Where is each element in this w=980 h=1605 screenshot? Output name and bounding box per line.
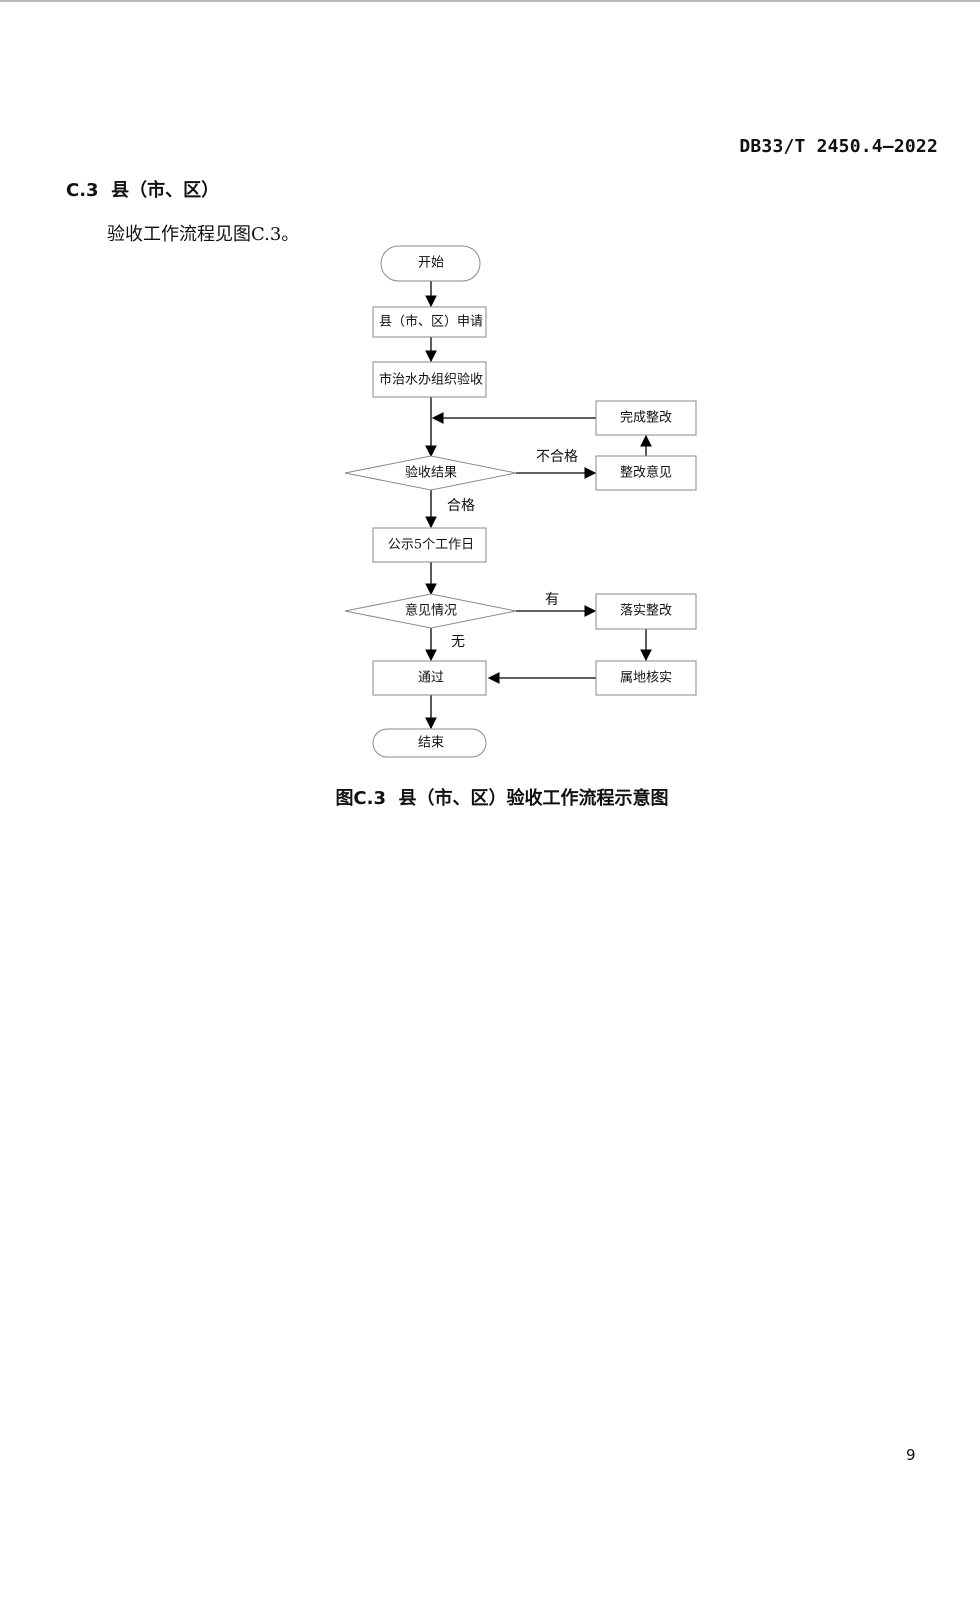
top-rule [0, 0, 980, 2]
document-code: DB33/T 2450.4—2022 [739, 136, 938, 157]
pass-label: 通过 [418, 671, 444, 686]
flow-node-labels: 开始 县（市、区）申请 市治水办组织验收 验收结果 公示5个工作日 意见情况 通… [379, 256, 672, 751]
apply-label: 县（市、区）申请 [379, 314, 483, 330]
implement-rectify-box [595, 593, 697, 630]
opinion-decision [344, 593, 517, 629]
organize-box [372, 361, 487, 398]
end-label: 结束 [418, 736, 444, 751]
rectify-opinion-box [595, 455, 697, 491]
edge-label-has: 有 [545, 592, 559, 608]
page-number: 9 [906, 1446, 916, 1464]
intro-paragraph: 验收工作流程见图C.3。 [107, 224, 300, 245]
edge-label-qualified: 合格 [447, 498, 475, 514]
local-verify-box [595, 660, 697, 696]
figure-caption: 图C.3 县（市、区）验收工作流程示意图 [335, 788, 669, 809]
start-terminator [380, 245, 481, 282]
acceptance-flowchart: 开始 县（市、区）申请 市治水办组织验收 验收结果 公示5个工作日 意见情况 通… [344, 245, 697, 758]
result-decision [344, 455, 517, 491]
pass-box [372, 660, 487, 696]
implement-rectify-label: 落实整改 [620, 604, 672, 619]
apply-box [372, 306, 487, 338]
edge-label-fail: 不合格 [536, 449, 578, 465]
start-label: 开始 [418, 256, 444, 271]
complete-rectify-label: 完成整改 [620, 411, 672, 426]
publicity-label: 公示5个工作日 [388, 538, 474, 553]
flow-node-shapes [344, 245, 697, 758]
flow-edge-labels: 不合格 合格 有 无 [447, 449, 578, 650]
section-heading: C.3 县（市、区） [66, 180, 220, 201]
organize-label: 市治水办组织验收 [379, 372, 483, 388]
publicity-box [372, 527, 487, 563]
result-label: 验收结果 [405, 465, 457, 481]
flow-connectors [425, 281, 652, 730]
edge-label-none: 无 [451, 634, 465, 650]
end-terminator [372, 728, 487, 758]
rectify-opinion-label: 整改意见 [620, 465, 672, 481]
local-verify-label: 属地核实 [620, 671, 672, 686]
complete-rectify-box [595, 400, 697, 436]
opinion-label: 意见情况 [405, 603, 457, 619]
